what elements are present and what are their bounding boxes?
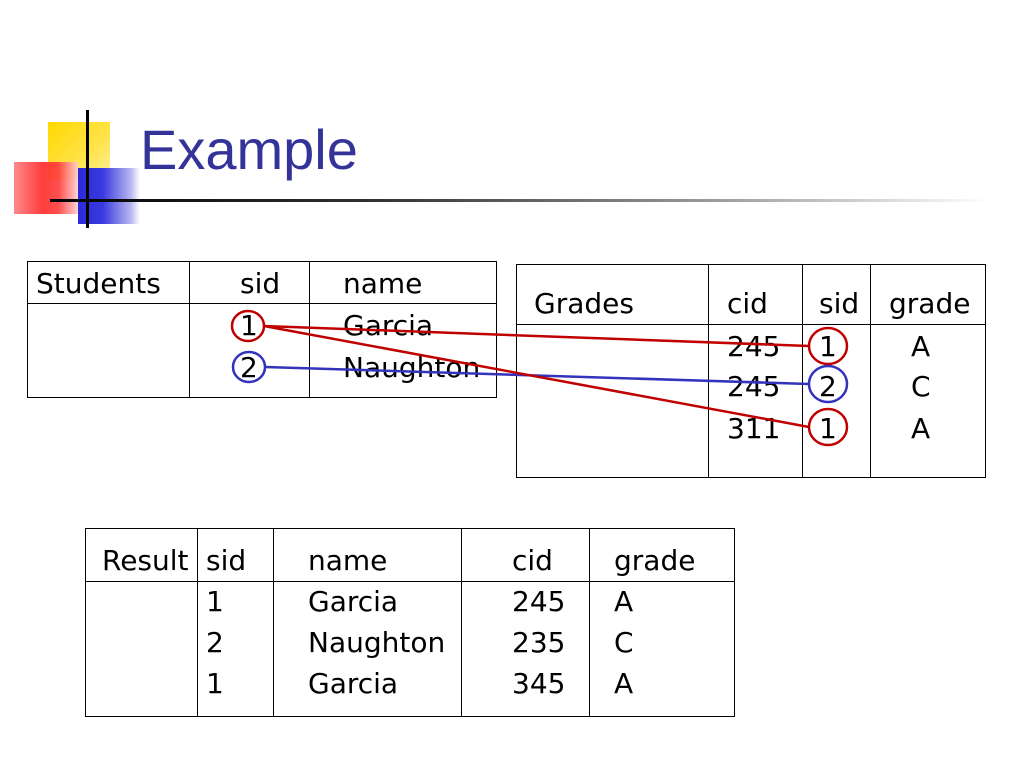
header-divider [517,324,985,325]
result-row-3-grade: A [614,667,634,700]
result-row-1-grade: A [614,585,634,618]
result-row-1-sid: 1 [206,585,224,618]
grades-table: Grades cid sid grade 245 1 A 245 2 C 311… [516,264,986,478]
result-table: Result sid name cid grade 1 Garcia 245 A… [85,528,735,717]
result-table-name: Result [102,544,189,577]
column-divider [589,529,590,716]
slide-title: Example [140,118,358,181]
students-row-2-sid: 2 [240,351,258,384]
column-divider [461,529,462,716]
grades-row-2-cid: 245 [727,370,781,403]
grades-row-3-cid: 311 [727,412,781,445]
result-row-3-sid: 1 [206,667,224,700]
slide-logo [0,100,140,240]
grades-header-sid: sid [819,287,860,320]
column-divider [309,262,310,397]
students-table-name: Students [36,267,161,300]
column-divider [197,529,198,716]
grades-header-cid: cid [727,287,768,320]
result-row-3-name: Garcia [308,667,399,700]
students-header-name: name [343,267,423,300]
result-row-2-grade: C [614,626,634,659]
students-row-2-name: Naughton [343,351,481,384]
grades-row-2-grade: C [911,370,931,403]
column-divider [802,265,803,477]
column-divider [273,529,274,716]
grades-row-3-sid: 1 [819,412,837,445]
grades-row-1-cid: 245 [727,330,781,363]
header-divider [28,303,496,304]
result-row-2-name: Naughton [308,626,446,659]
grades-row-1-sid: 1 [819,330,837,363]
title-underline [50,199,990,202]
result-row-1-name: Garcia [308,585,399,618]
result-header-sid: sid [206,544,247,577]
logo-vertical-line [86,110,89,228]
result-header-grade: grade [614,544,696,577]
students-table: Students sid name 1 Garcia 2 Naughton [27,261,497,398]
grades-table-name: Grades [534,287,634,320]
column-divider [189,262,190,397]
result-row-3-cid: 345 [512,667,566,700]
grades-row-2-sid: 2 [819,370,837,403]
students-row-1-name: Garcia [343,309,434,342]
result-row-2-cid: 235 [512,626,566,659]
grades-row-1-grade: A [911,330,931,363]
column-divider [870,265,871,477]
result-header-name: name [308,544,388,577]
grades-header-grade: grade [889,287,971,320]
students-row-1-sid: 1 [240,309,258,342]
students-header-sid: sid [240,267,281,300]
result-header-cid: cid [512,544,553,577]
logo-red-square [14,162,78,214]
column-divider [708,265,709,477]
result-row-1-cid: 245 [512,585,566,618]
header-divider [86,581,734,582]
result-row-2-sid: 2 [206,626,224,659]
grades-row-3-grade: A [911,412,931,445]
